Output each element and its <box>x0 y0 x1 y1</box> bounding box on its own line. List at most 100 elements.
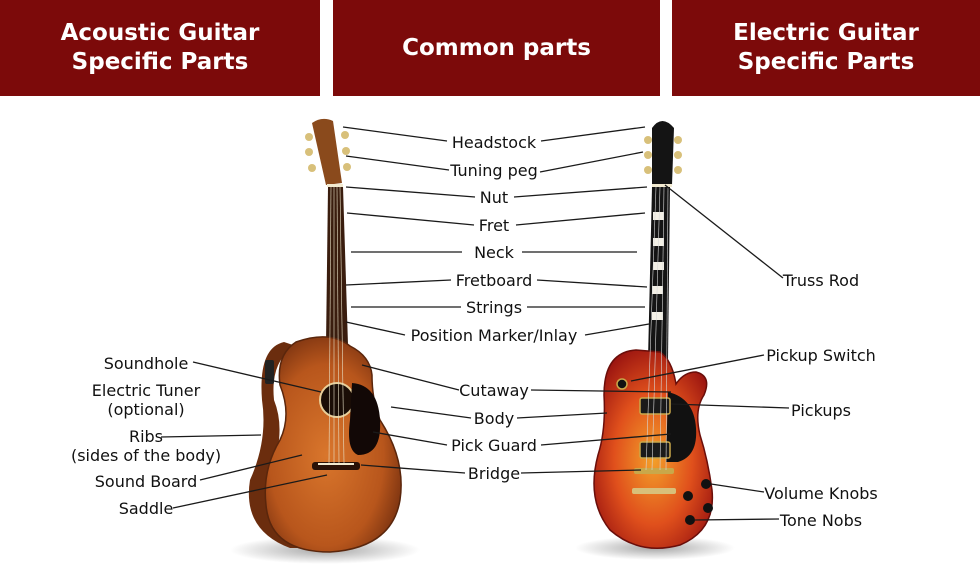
label-position-marker: Position Marker/Inlay <box>410 326 578 345</box>
leader-tuning-right <box>539 151 644 173</box>
label-bridge: Bridge <box>467 464 521 483</box>
acoustic-headstock <box>312 118 342 185</box>
electric-string <box>645 186 657 471</box>
acoustic-tuner <box>342 147 350 155</box>
leader-body-right <box>516 412 608 419</box>
leader-inlay-right <box>584 323 650 336</box>
header-electric-text: Electric Guitar Specific Parts <box>733 20 919 75</box>
leader-nut-left <box>345 186 476 198</box>
acoustic-nut <box>327 184 343 187</box>
acoustic-tuner <box>305 148 313 156</box>
acoustic-soundhole <box>319 382 355 418</box>
leader-pickguard-left <box>372 431 448 446</box>
electric-pickup <box>639 397 671 415</box>
electric-inlay <box>653 262 664 270</box>
electric-inlay <box>653 212 664 220</box>
leader-pickups <box>670 403 790 409</box>
label-volume-knobs: Volume Knobs <box>764 484 878 503</box>
leader-ribs <box>160 434 262 438</box>
leader-fret-left <box>346 212 475 226</box>
label-neck: Neck <box>474 243 514 262</box>
electric-tone-knob <box>685 515 695 525</box>
acoustic-electric-tuner <box>265 360 274 384</box>
acoustic-guitar <box>248 118 402 553</box>
leader-cutaway <box>361 364 460 391</box>
acoustic-string <box>339 186 345 464</box>
label-headstock: Headstock <box>451 133 537 152</box>
acoustic-body <box>264 336 402 553</box>
electric-tailpiece <box>632 488 676 494</box>
acoustic-saddle <box>318 463 354 465</box>
leader-truss-rod <box>664 184 784 279</box>
electric-guitar <box>593 121 714 549</box>
label-fret: Fret <box>478 216 510 235</box>
acoustic-tuner <box>343 163 351 171</box>
leader-body-left <box>390 406 472 419</box>
label-tone-nobs: Tone Nobs <box>779 511 863 530</box>
label-body: Body <box>473 409 515 428</box>
leader-headstock-right <box>540 126 646 142</box>
electric-volume-knob <box>683 491 693 501</box>
label-pickup-switch: Pickup Switch <box>766 346 876 365</box>
label-electric-tuner: Electric Tuner (optional) <box>91 381 201 419</box>
header-electric: Electric Guitar Specific Parts <box>672 0 980 96</box>
leader-fret-right <box>515 212 646 226</box>
label-truss-rod: Truss Rod <box>782 271 860 290</box>
leader-lines <box>160 126 790 521</box>
label-pick-guard: Pick Guard <box>451 436 537 455</box>
acoustic-pickguard <box>349 383 381 455</box>
electric-tuner <box>674 151 682 159</box>
electric-string <box>665 186 669 471</box>
label-ribs: Ribs (sides of the body) <box>70 427 222 465</box>
header-common: Common parts <box>333 0 660 96</box>
acoustic-ribs <box>248 342 300 548</box>
electric-pickup <box>639 441 671 459</box>
electric-volume-knob <box>701 479 711 489</box>
label-fretboard: Fretboard <box>455 271 533 290</box>
leader-tone-nobs <box>694 518 780 521</box>
label-saddle: Saddle <box>118 499 174 518</box>
leader-saddle <box>172 474 328 509</box>
label-pickups: Pickups <box>791 401 851 420</box>
acoustic-neck <box>326 187 348 345</box>
leader-pickup-switch <box>630 354 765 382</box>
leader-bridge-left <box>360 464 466 474</box>
electric-bridge <box>634 468 674 474</box>
leader-cutaway-right <box>530 389 672 393</box>
electric-tuner <box>674 136 682 144</box>
leader-inlay-left <box>345 321 406 336</box>
leader-fretboard-right <box>536 279 648 288</box>
label-strings: Strings <box>465 298 523 317</box>
leader-headstock-left <box>342 126 448 142</box>
electric-headstock <box>652 121 674 185</box>
electric-tone-knob <box>703 503 713 513</box>
electric-inlay <box>652 286 663 294</box>
electric-pickup-switch <box>616 378 628 390</box>
label-sound-board: Sound Board <box>94 472 198 491</box>
acoustic-string <box>336 186 340 464</box>
label-nut: Nut <box>479 188 509 207</box>
leader-soundboard <box>199 454 303 481</box>
leader-volume-knobs <box>710 483 765 493</box>
electric-string <box>651 186 661 471</box>
label-cutaway: Cutaway <box>459 381 529 400</box>
acoustic-tuner <box>305 133 313 141</box>
leader-pickguard-right <box>540 433 672 446</box>
header-acoustic: Acoustic Guitar Specific Parts <box>0 0 320 96</box>
electric-tuner <box>644 166 652 174</box>
header-acoustic-text: Acoustic Guitar Specific Parts <box>60 20 260 75</box>
leader-bridge-right <box>520 469 642 474</box>
leader-fretboard-left <box>345 279 452 286</box>
header-common-text: Common parts <box>402 34 591 61</box>
label-soundhole: Soundhole <box>103 354 189 373</box>
electric-pickguard <box>666 392 697 462</box>
leader-nut-right <box>513 186 648 198</box>
electric-tuner <box>644 136 652 144</box>
electric-string <box>659 186 665 471</box>
electric-inlay <box>652 312 663 320</box>
acoustic-string <box>328 186 332 464</box>
leader-tuning-left <box>345 155 450 171</box>
electric-nut <box>652 184 672 187</box>
acoustic-tuner <box>341 131 349 139</box>
